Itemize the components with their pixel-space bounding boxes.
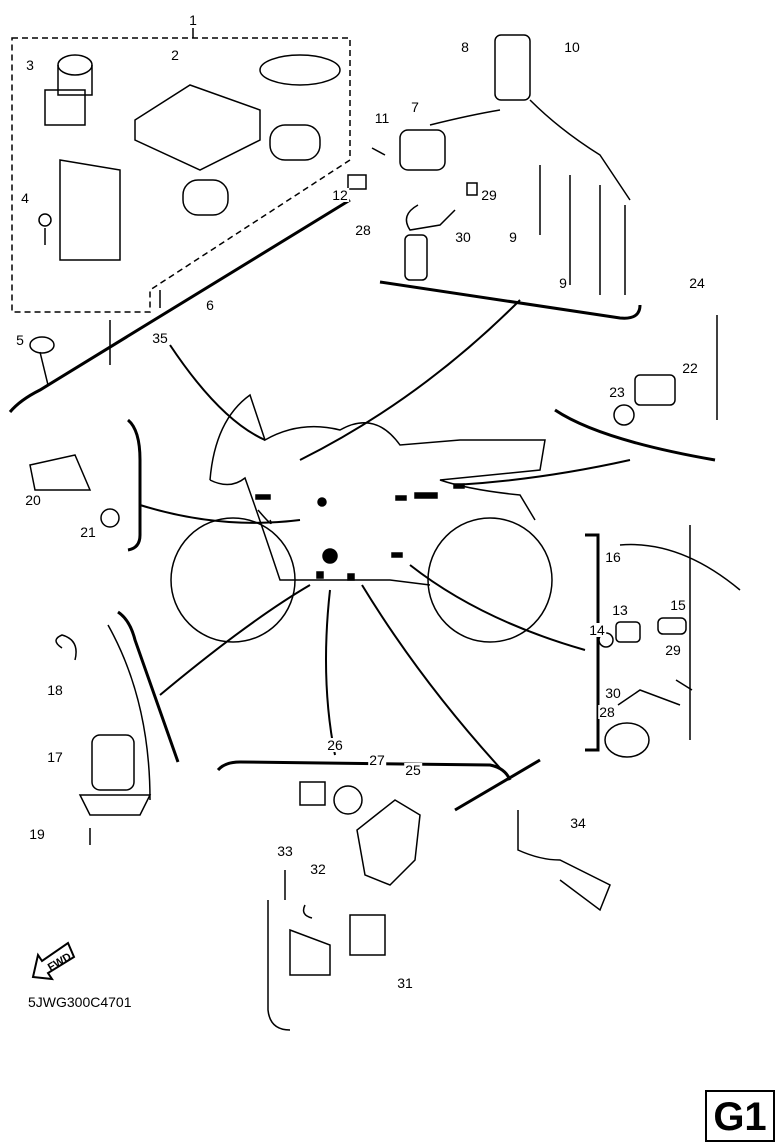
part-callout: 15 (669, 597, 687, 613)
part-callout: 28 (354, 222, 372, 238)
part-callout: 13 (611, 602, 629, 618)
part-callout: 5 (15, 332, 25, 348)
part-callout: 3 (25, 57, 35, 73)
part-callout: 28 (598, 704, 616, 720)
part-callout: 12 (331, 187, 349, 203)
part-callout: 18 (46, 682, 64, 698)
part-callout: 27 (368, 752, 386, 768)
part-callout: 35 (151, 330, 169, 346)
part-callout: 20 (24, 492, 42, 508)
forward-arrow-icon: FWD (28, 935, 78, 990)
part-callout: 32 (309, 861, 327, 877)
part-callout: 23 (608, 384, 626, 400)
part-callout: 8 (460, 39, 470, 55)
part-callout: 19 (28, 826, 46, 842)
part-callout: 2 (170, 47, 180, 63)
part-callout: 17 (46, 749, 64, 765)
part-callout: 7 (410, 99, 420, 115)
part-callout: 24 (688, 275, 706, 291)
part-callout: 1 (188, 12, 198, 28)
part-callout: 34 (569, 815, 587, 831)
part-callout: 9 (508, 229, 518, 245)
drawing-code: 5JWG300C4701 (28, 994, 132, 1010)
part-callout: 9 (558, 275, 568, 291)
part-callout: 11 (373, 110, 391, 126)
part-callout: 21 (79, 524, 97, 540)
part-callout: 25 (404, 762, 422, 778)
part-callout: 26 (326, 737, 344, 753)
part-callout: 14 (588, 622, 606, 638)
part-callout: 29 (480, 187, 498, 203)
part-callout: 6 (205, 297, 215, 313)
part-callout: 10 (563, 39, 581, 55)
part-callout: 30 (454, 229, 472, 245)
page-label: G1 (705, 1090, 775, 1142)
part-callout: 4 (20, 190, 30, 206)
part-callout: 29 (664, 642, 682, 658)
part-callout: 22 (681, 360, 699, 376)
part-callout: 30 (604, 685, 622, 701)
part-callout: 33 (276, 843, 294, 859)
part-callout: 16 (604, 549, 622, 565)
part-callout: 31 (396, 975, 414, 991)
